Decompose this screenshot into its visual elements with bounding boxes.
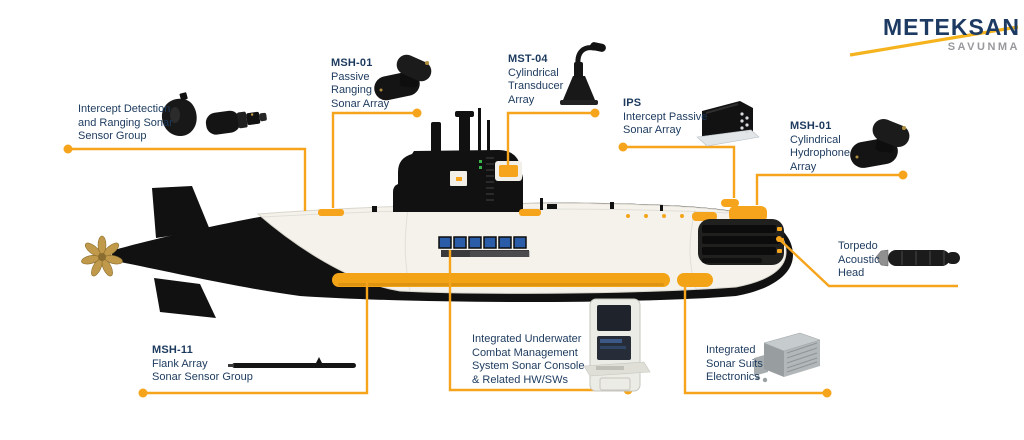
label-line: Sensor Group xyxy=(78,130,147,142)
label-line: & Related HW/SWs xyxy=(472,373,568,386)
marker-dot-electronics xyxy=(822,388,832,398)
sonar-electronics-photo xyxy=(754,332,821,383)
sail-window-dot xyxy=(456,177,462,181)
label-line: Flank Array xyxy=(152,357,208,370)
label-line: Sonar Suits xyxy=(706,357,763,370)
sail-indicator-lights xyxy=(479,160,482,169)
deck-sonar-patches xyxy=(318,199,767,222)
flank-array-stripe xyxy=(332,273,713,287)
sonar-window-panels xyxy=(438,236,530,257)
label-line: Torpedo xyxy=(838,240,878,252)
cylindrical-hydrophone-photo xyxy=(850,119,910,168)
mst04-sail-patch xyxy=(499,165,518,177)
label-combat-management-console: Integrated Underwater Combat Management … xyxy=(472,333,585,387)
marker-dot-intercept xyxy=(63,144,73,154)
connector-ips xyxy=(623,145,736,198)
label-line: Intercept Passive xyxy=(623,110,708,123)
label-code: MSH-01 xyxy=(331,57,373,69)
label-msh01-passive: MSH-01 Passive Ranging Sonar Array xyxy=(331,57,389,111)
masts xyxy=(431,108,490,156)
connector-intercept xyxy=(68,147,307,211)
label-line: Hydrophone xyxy=(790,147,850,159)
label-line: Cylindrical xyxy=(508,66,559,79)
marker-dot-msh01-passive xyxy=(412,108,422,118)
label-line: and Ranging Sonar xyxy=(78,116,173,129)
flank-array-photo xyxy=(228,357,356,368)
connector-msh11 xyxy=(143,281,369,395)
label-msh01-hydrophone: MSH-01 Cylindrical Hydrophone Array xyxy=(790,120,850,174)
logo-brand-text: METEKSAN xyxy=(882,14,1020,40)
sonar-console-photo xyxy=(583,298,651,392)
connector-torpedo xyxy=(778,238,958,288)
label-line: Array xyxy=(508,93,535,106)
sail-louvers xyxy=(486,157,494,201)
propeller xyxy=(81,235,123,277)
label-line: Cylindrical xyxy=(790,133,841,146)
label-sonar-suits-electronics: Integrated Sonar Suits Electronics xyxy=(706,344,763,385)
logo-subtitle-text: SAVUNMA xyxy=(947,41,1020,53)
label-mst04: MST-04 Cylindrical Transducer Array xyxy=(508,53,563,107)
connector-lines xyxy=(68,111,958,395)
label-line: Acoustic xyxy=(838,253,880,266)
logo-swoosh xyxy=(849,25,1019,57)
label-line: Integrated Underwater xyxy=(472,333,582,345)
label-code: MST-04 xyxy=(508,53,548,65)
deck-fittings xyxy=(372,198,663,212)
connector-console xyxy=(448,250,628,392)
connector-mst04 xyxy=(506,111,595,166)
label-code: IPS xyxy=(623,97,642,109)
marker-dot-ips xyxy=(618,142,628,152)
marker-dot-torpedo xyxy=(776,236,782,242)
label-line: Head xyxy=(838,267,865,279)
cylindrical-transducer-photo xyxy=(560,42,606,105)
passive-ranging-sonar-photo xyxy=(374,54,432,101)
torpedo-tubes xyxy=(698,219,784,265)
label-line: Sonar Array xyxy=(331,97,390,110)
marker-dot-msh11 xyxy=(138,388,148,398)
label-code: MSH-11 xyxy=(152,344,193,356)
connector-msh01-passive xyxy=(331,111,417,208)
intercept-sonar-sensor-photo xyxy=(161,92,267,137)
label-line: System Sonar Console xyxy=(472,360,585,372)
label-line: Integrated xyxy=(706,344,756,356)
marker-dot-mst04 xyxy=(590,108,600,118)
label-line: Passive xyxy=(331,70,370,83)
label-line: Sonar Array xyxy=(623,124,682,136)
torpedo-acoustic-head-photo xyxy=(875,249,960,267)
label-code: MSH-01 xyxy=(790,120,832,132)
label-intercept-detection: Intercept Detection and Ranging Sonar Se… xyxy=(78,103,173,144)
label-line: Array xyxy=(790,160,817,173)
label-line: Sonar Sensor Group xyxy=(152,371,253,383)
label-ips: IPS Intercept Passive Sonar Array xyxy=(623,97,707,138)
label-line: Intercept Detection xyxy=(78,103,171,115)
label-msh11: MSH-11 Flank Array Sonar Sensor Group xyxy=(152,344,253,385)
intercept-passive-sonar-photo xyxy=(696,101,760,147)
label-torpedo-acoustic-head: Torpedo Acoustic Head xyxy=(838,240,880,281)
connector-msh01-hydrophone xyxy=(755,173,903,205)
label-line: Ranging xyxy=(331,84,372,96)
marker-dot-msh01-hydrophone xyxy=(898,170,908,180)
label-line: Combat Management xyxy=(472,346,578,359)
logo: METEKSAN SAVUNMA xyxy=(848,14,1020,57)
lower-rudder-fin xyxy=(154,278,216,318)
label-line: Transducer xyxy=(508,80,564,92)
upper-rudder-fin xyxy=(152,186,210,238)
connector-electronics xyxy=(683,286,827,395)
label-line: Electronics xyxy=(706,371,760,383)
